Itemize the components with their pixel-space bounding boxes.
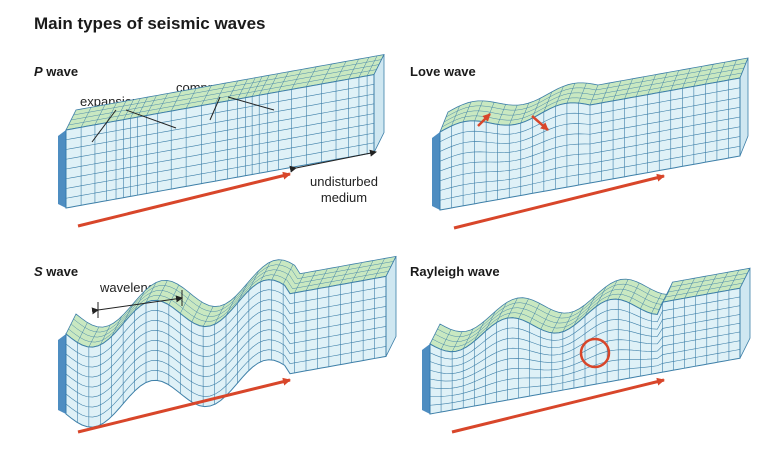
s-wave-block-grid-h	[65, 286, 387, 358]
rayleigh-wave-block-top-line	[437, 272, 748, 337]
rayleigh-wave-block-top-line	[432, 282, 743, 347]
p-wave-block-grid-h	[65, 123, 375, 180]
rayleigh-wave-block-grid-h	[429, 322, 741, 382]
p-wave-block-top-line	[73, 59, 382, 116]
p-wave-block	[58, 54, 385, 209]
love-particle-motion-arrow	[531, 115, 549, 131]
p-wave-block-left-edge	[58, 130, 66, 208]
s-wave-block	[58, 255, 397, 428]
love-wave-block-left-edge	[432, 132, 440, 210]
love-wave-block-grid-h	[439, 145, 741, 201]
p-wave-block-grid-h	[65, 84, 375, 141]
rayleigh-wave-block	[422, 267, 751, 415]
undisturbed-dimension-line	[289, 149, 377, 173]
diagram-title: Main types of seismic waves	[34, 14, 266, 33]
s-wave-block-grid-h	[65, 306, 387, 378]
wavelength-dimension-line	[91, 295, 183, 315]
love-wave-title: Love wave	[410, 64, 476, 79]
love-wave-direction-arrow	[453, 173, 665, 230]
p-wave-block-grid-h	[65, 132, 375, 189]
compressions-pointer	[227, 96, 275, 111]
s-wave-block-grid-h	[65, 336, 387, 408]
love-wave-block-grid-h	[439, 87, 741, 143]
rayleigh-wave-block-left-edge	[422, 344, 430, 414]
rayleigh-wave-block-grid-h	[429, 305, 741, 367]
love-wave-block-grid-h	[439, 126, 741, 182]
love-wave-block-grid-h	[439, 106, 741, 162]
p-wave-block-grid-h	[65, 113, 375, 170]
s-wave-block-grid-h	[65, 296, 387, 368]
p-wave-block-top-line	[68, 69, 377, 126]
s-wave-title-rest: wave	[42, 264, 79, 279]
love-wave-block	[432, 57, 749, 211]
s-wave-block-grid-h	[65, 346, 387, 418]
expansions-pointer	[125, 109, 177, 129]
p-wave-block-grid-h	[65, 103, 375, 160]
s-wave-block-top-line	[68, 271, 389, 343]
s-wave-block-grid-h	[65, 316, 387, 388]
p-wave-title: P wave	[34, 64, 78, 79]
s-wave-block-grid-h	[65, 326, 387, 398]
love-wave-block-top-line	[443, 67, 745, 123]
expansions-pointer	[91, 109, 117, 143]
love-wave-block-top-line	[441, 72, 743, 128]
rayleigh-wave-direction-arrow	[451, 377, 665, 434]
rayleigh-wave-block-grid-h	[429, 331, 741, 389]
love-wave-block-top-line	[445, 62, 747, 118]
rayleigh-wave-block-grid-h	[429, 340, 741, 397]
p-wave-block-grid-h	[65, 93, 375, 150]
undisturbed-line-2: medium	[320, 190, 368, 205]
s-wave-letter: S	[34, 264, 43, 279]
p-wave-letter: P	[34, 64, 43, 79]
love-wave-block-grid-h	[439, 116, 741, 172]
s-wave-title: S wave	[34, 264, 78, 279]
p-wave-block-top-line	[70, 64, 380, 121]
rayleigh-particle-orbit-circle	[579, 337, 611, 369]
compressions-pointer	[209, 96, 221, 121]
undisturbed-line-1: undisturbed	[310, 174, 378, 189]
rayleigh-wave-block-top-line	[434, 277, 746, 342]
rayleigh-wave-title: Rayleigh wave	[410, 264, 500, 279]
rayleigh-wave-block-grid-h	[429, 296, 741, 360]
love-wave-block-grid-h	[439, 136, 741, 191]
love-wave-block-grid-h	[439, 97, 741, 152]
s-wave-block-left-edge	[58, 334, 66, 414]
s-wave-direction-arrow	[77, 377, 291, 434]
p-wave-direction-arrow	[77, 171, 291, 228]
p-wave-title-rest: wave	[42, 64, 79, 79]
rayleigh-wave-block-grid-h	[429, 349, 741, 406]
s-wave-block-top-line	[70, 266, 392, 338]
love-particle-motion-arrow	[477, 113, 491, 127]
